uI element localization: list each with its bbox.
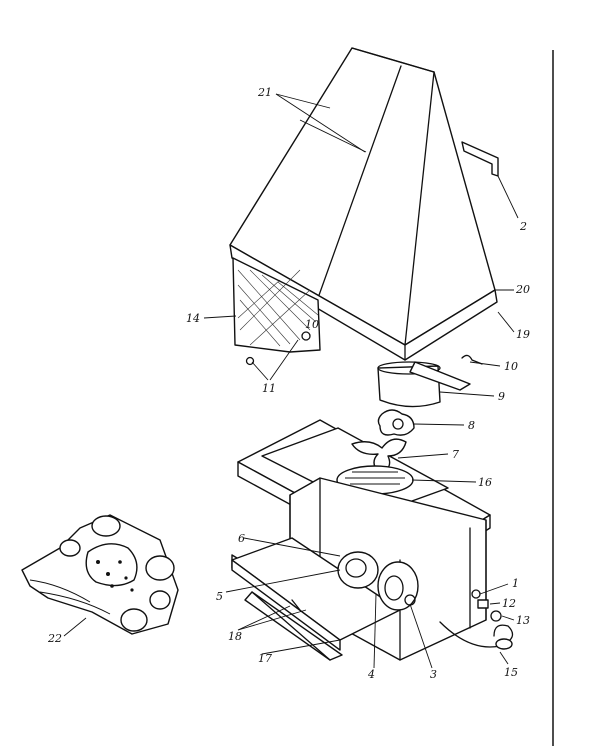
callout-22: 22	[47, 632, 62, 645]
callout-3: 3	[430, 668, 437, 681]
callout-18: 18	[228, 630, 242, 643]
side-screen-panel	[232, 257, 321, 353]
callout-6: 6	[238, 532, 245, 545]
blower-housing	[377, 561, 419, 611]
callout-21: 21	[257, 86, 272, 99]
callout-labels: 21 2 20 14 10 19 10 11 9 8 7 16 6 1 5 12…	[47, 86, 530, 681]
callout-8: 8	[468, 419, 475, 432]
callout-10-right: 10	[504, 360, 518, 373]
callout-16: 16	[478, 476, 492, 489]
callout-7: 7	[452, 448, 459, 461]
callout-1: 1	[512, 577, 519, 590]
callout-19: 19	[516, 328, 530, 341]
callout-2: 2	[519, 220, 527, 233]
hood-assembly	[229, 47, 499, 366]
callout-13: 13	[516, 614, 530, 627]
fan-hub	[377, 409, 415, 436]
callout-15: 15	[504, 666, 518, 679]
callout-9: 9	[498, 390, 505, 403]
callout-17: 17	[258, 652, 272, 665]
bolt-part	[461, 354, 483, 365]
callout-4: 4	[367, 668, 375, 681]
callout-20: 20	[515, 283, 530, 296]
motor	[337, 551, 379, 589]
fan-blade	[351, 438, 407, 473]
callout-11: 11	[262, 382, 276, 395]
firebox-base	[231, 419, 514, 661]
callout-10-left: 10	[305, 318, 319, 331]
callout-5: 5	[216, 590, 223, 603]
power-cord	[439, 621, 514, 648]
log-set	[21, 514, 179, 635]
leader-lines	[63, 93, 519, 669]
duct-collar	[377, 361, 471, 408]
bracket-part	[461, 141, 499, 177]
callout-12: 12	[502, 597, 516, 610]
callout-14: 14	[186, 312, 200, 325]
